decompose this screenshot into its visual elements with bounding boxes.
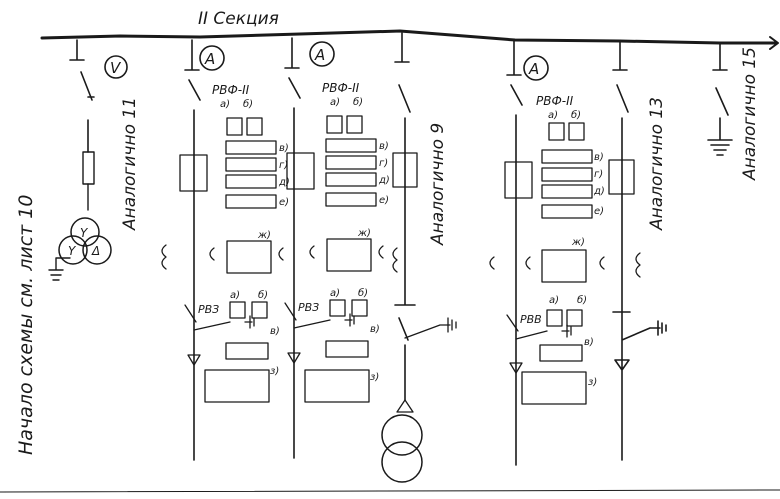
label-v: в) bbox=[279, 143, 289, 154]
similar-note-11: Аналогично 11 bbox=[120, 97, 140, 231]
arrester-label: РВЗ bbox=[198, 303, 219, 316]
label-z: з) bbox=[270, 366, 279, 377]
label-b2: б) bbox=[258, 289, 268, 301]
similar-note-9: Аналогично 9 bbox=[428, 123, 448, 246]
similar-branch-15 bbox=[707, 42, 733, 156]
label-v: в) bbox=[379, 141, 389, 152]
label-b: б) bbox=[353, 96, 363, 108]
label-zh: ж) bbox=[257, 230, 271, 241]
similar-branch-13 bbox=[608, 40, 667, 461]
label-a2: а) bbox=[330, 288, 340, 299]
svg-text:Y: Y bbox=[68, 244, 77, 258]
voltmeter-symbol: V bbox=[110, 59, 122, 77]
feeder-cell: A РВФ-II а) б) в) г) д) е) ж) РВВ а) б) … bbox=[489, 39, 605, 466]
section-title: II Секция bbox=[198, 9, 279, 29]
feeder-cell: A РВФ-II а) б) в) г) д) е) ж) РВЗ а) б) … bbox=[284, 37, 390, 459]
svg-text:Y: Y bbox=[80, 226, 89, 240]
label-g: г) bbox=[279, 160, 288, 171]
similar-branch-9 bbox=[381, 32, 457, 483]
label-v2: в) bbox=[370, 324, 380, 335]
label-a: а) bbox=[330, 97, 340, 108]
similar-note-15: Аналогично 15 bbox=[740, 47, 760, 181]
label-g: г) bbox=[379, 158, 388, 169]
arrester-label: РВЗ bbox=[298, 301, 319, 314]
label-g: г) bbox=[594, 169, 603, 180]
label-a2: а) bbox=[549, 295, 559, 306]
label-zh: ж) bbox=[357, 228, 371, 239]
busbar: II Секция bbox=[40, 9, 779, 50]
voltage-transformer-branch: Y Y Δ V bbox=[48, 39, 128, 281]
label-z: з) bbox=[370, 372, 379, 383]
label-v2: в) bbox=[584, 337, 594, 348]
ammeter-symbol: A bbox=[204, 50, 215, 68]
similar-note-13: Аналогично 13 bbox=[647, 97, 667, 231]
voltmeter: V bbox=[104, 55, 128, 79]
label-a: а) bbox=[548, 110, 558, 121]
ammeter-symbol: A bbox=[314, 46, 325, 64]
label-v2: в) bbox=[270, 326, 280, 337]
label-e: е) bbox=[379, 195, 389, 206]
arrester-label: РВВ bbox=[520, 313, 542, 326]
label-e: е) bbox=[594, 206, 604, 217]
label-z: з) bbox=[588, 377, 597, 388]
label-b2: б) bbox=[358, 287, 368, 299]
ammeter-symbol: A bbox=[528, 60, 539, 78]
relay-title: РВФ-II bbox=[212, 83, 250, 97]
label-b: б) bbox=[571, 109, 581, 121]
label-a: а) bbox=[220, 99, 230, 110]
label-zh: ж) bbox=[571, 237, 585, 248]
svg-text:Δ: Δ bbox=[91, 244, 100, 258]
label-e: е) bbox=[279, 197, 289, 208]
left-note: Начало схемы см. лист 10 bbox=[15, 195, 37, 455]
label-a2: а) bbox=[230, 290, 240, 301]
label-b2: б) bbox=[577, 294, 587, 306]
label-d: д) bbox=[378, 175, 390, 186]
label-d: д) bbox=[593, 186, 605, 197]
label-d: д) bbox=[278, 177, 290, 188]
relay-title: РВФ-II bbox=[322, 81, 360, 95]
label-b: б) bbox=[243, 98, 253, 110]
feeder-cell: A РВФ-II а) б) в) г) д) е) ж) РВЗ а) б) … bbox=[161, 39, 290, 461]
label-v: в) bbox=[594, 152, 604, 163]
relay-title: РВФ-II bbox=[536, 94, 574, 108]
